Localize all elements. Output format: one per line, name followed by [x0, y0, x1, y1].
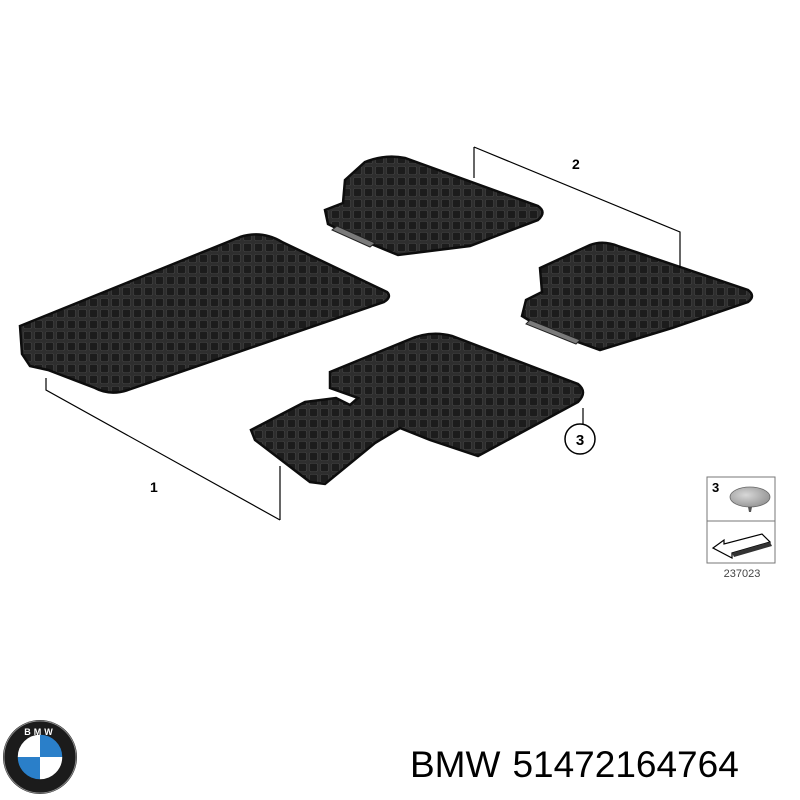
callout-3-number: 3 — [576, 432, 584, 449]
mat-clip — [331, 225, 376, 248]
mat-clip — [525, 319, 581, 345]
front-passenger-mat — [249, 332, 585, 486]
part-caption: BMW 51472164764 — [410, 740, 795, 790]
callout-2: 2 — [572, 156, 580, 172]
cap-pin-icon — [748, 507, 752, 512]
arrow-icon — [711, 533, 772, 559]
rear-left-mat — [323, 155, 544, 257]
legend-ref-code: 237023 — [724, 568, 761, 580]
legend-item-number: 3 — [712, 480, 719, 495]
callout-3: 3 — [564, 423, 596, 455]
leader-lines — [45, 146, 681, 521]
legend-box: 3 237023 — [706, 476, 776, 580]
front-driver-mat — [18, 233, 391, 394]
bracket-1-left — [45, 378, 281, 521]
rear-right-mat — [520, 241, 754, 352]
callout-1: 1 — [150, 479, 158, 495]
logo-letters: BMW — [24, 727, 56, 737]
cap-part-icon — [729, 486, 771, 508]
arrow-shadow — [732, 542, 772, 557]
brand-name: BMW — [410, 744, 501, 785]
bracket-2-top — [473, 146, 681, 268]
part-number: 51472164764 — [512, 744, 739, 785]
bmw-logo: BMW — [3, 720, 77, 794]
